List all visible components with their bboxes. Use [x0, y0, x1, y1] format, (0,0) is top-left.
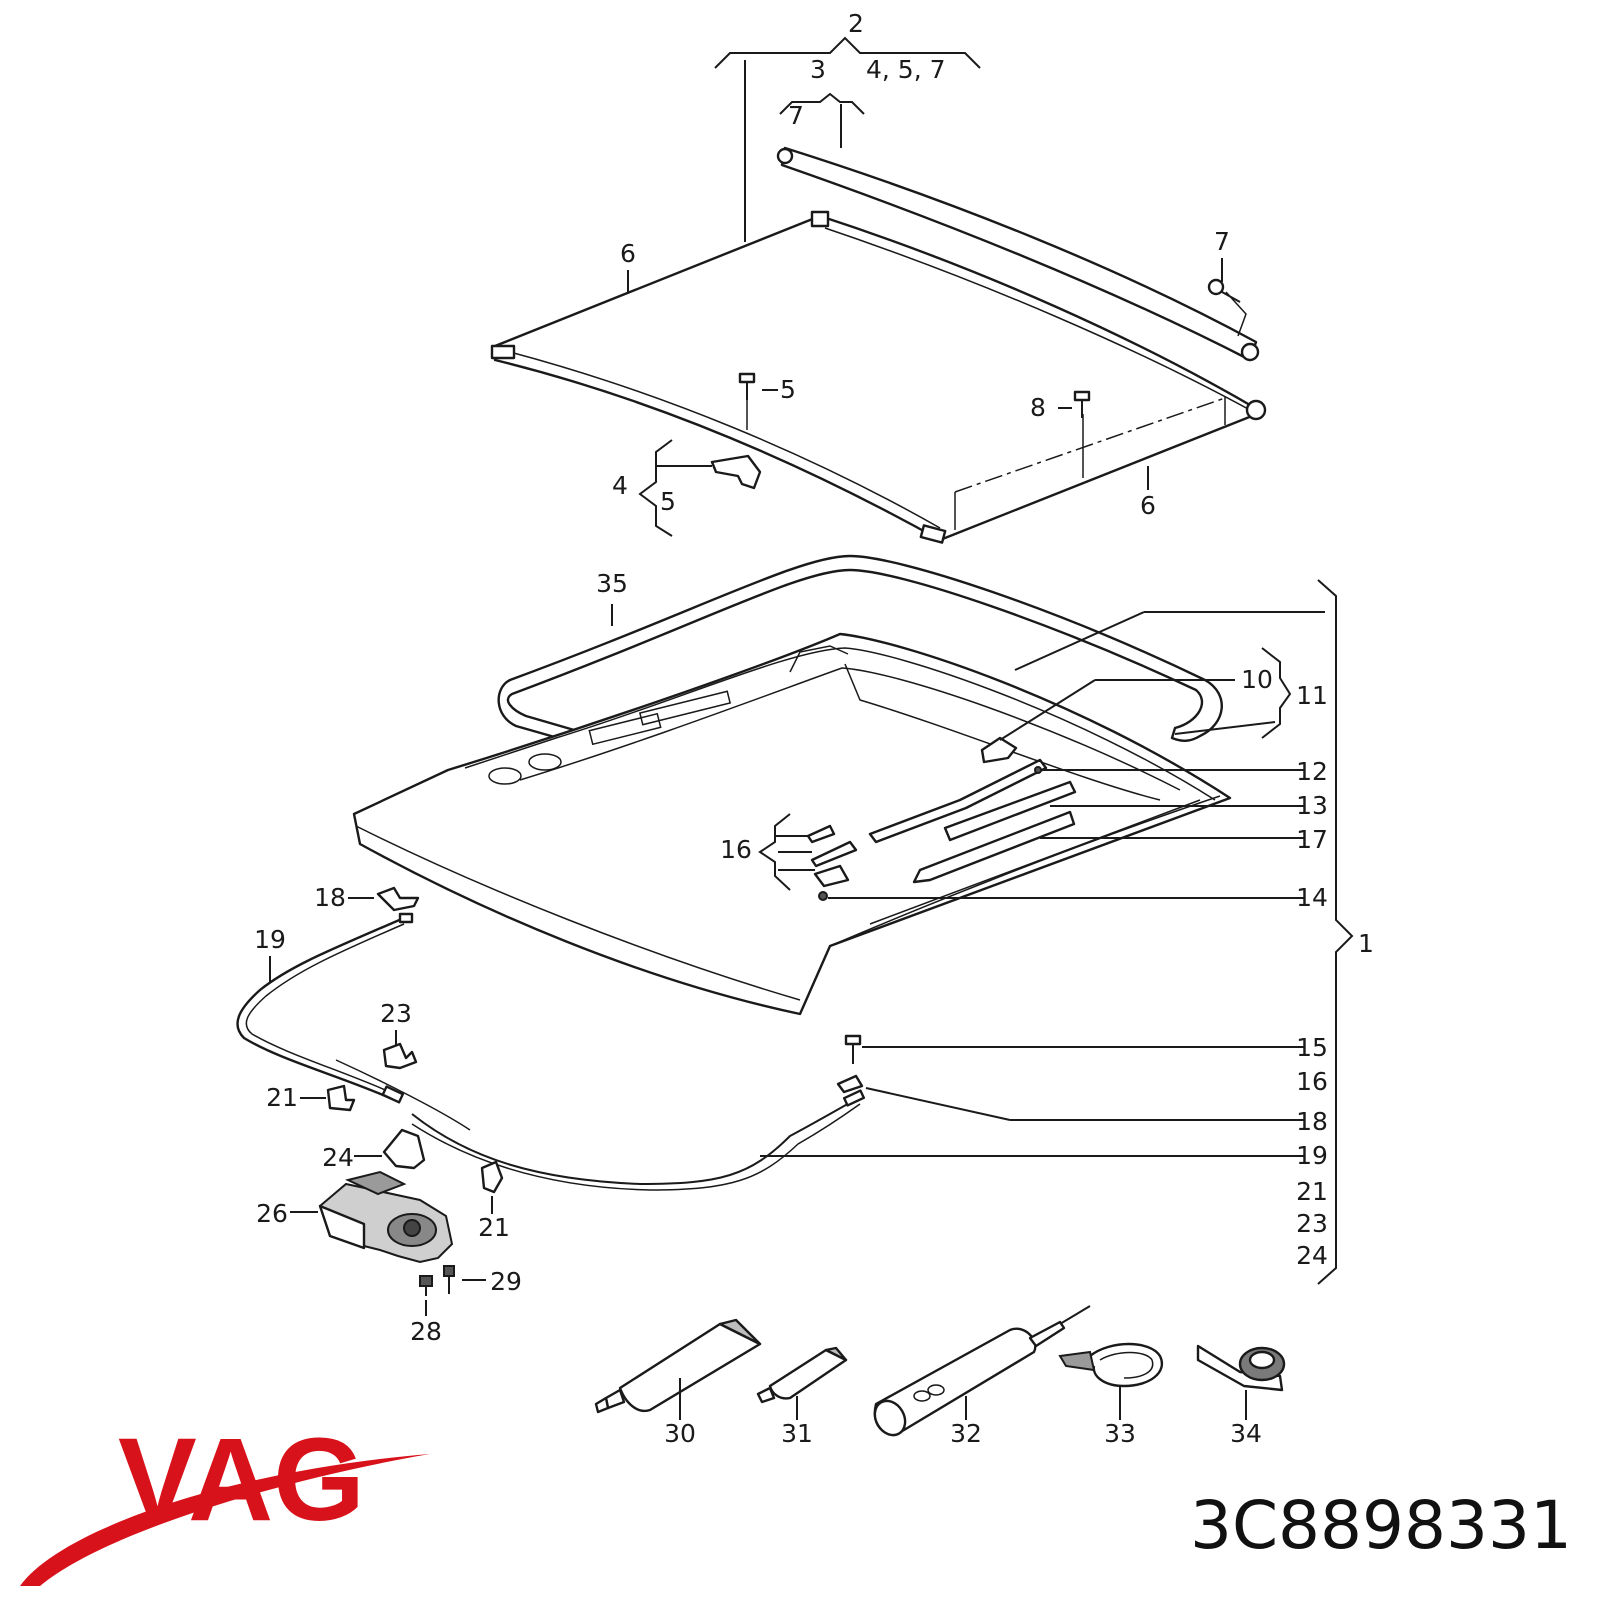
callout-30: 30 [664, 1419, 696, 1448]
screw-5 [738, 372, 756, 430]
brand-name: VAG [118, 1414, 365, 1546]
callout-10: 10 [1241, 665, 1273, 694]
callout-14: 14 [1296, 883, 1328, 912]
clip-21-left [326, 1084, 356, 1112]
callout-28: 28 [410, 1317, 442, 1346]
callout-4: 4 [612, 471, 628, 500]
callout-32: 32 [950, 1419, 982, 1448]
callout-35: 35 [596, 569, 628, 598]
callout-21-right: 21 [1296, 1177, 1328, 1206]
callout-12: 12 [1296, 757, 1328, 786]
callout-3: 3 [810, 55, 826, 84]
callout-24-right: 24 [1296, 1241, 1328, 1270]
callout-1: 1 [1358, 929, 1374, 958]
callout-34: 34 [1230, 1419, 1262, 1448]
callout-4-5-7: 4, 5, 7 [866, 55, 946, 84]
motor-26 [290, 1170, 454, 1264]
callout-31: 31 [781, 1419, 813, 1448]
callout-26: 26 [256, 1199, 288, 1228]
seal-35 [497, 554, 1223, 802]
callout-labels: 2 3 4, 5, 7 7 6 7 5 8 4 5 6 35 10 11 12 … [254, 9, 1374, 1448]
callout-2: 2 [848, 9, 864, 38]
callout-24-left: 24 [322, 1143, 354, 1172]
clip-18-left [376, 886, 420, 912]
callout-16-right: 16 [1296, 1067, 1328, 1096]
screw-28 [419, 1275, 433, 1316]
screw-29 [443, 1265, 486, 1294]
cartridge-32 [873, 1305, 1091, 1437]
callout-17: 17 [1296, 825, 1328, 854]
callout-5-top: 5 [780, 375, 796, 404]
tape-34 [1196, 1344, 1286, 1420]
callout-21-left: 21 [266, 1083, 298, 1112]
callout-33: 33 [1104, 1419, 1136, 1448]
screw-8 [1073, 390, 1091, 418]
callout-15: 15 [1296, 1033, 1328, 1062]
callout-29: 29 [490, 1267, 522, 1296]
callout-7-right: 7 [1214, 227, 1230, 256]
tube-31 [756, 1346, 848, 1420]
callout-18-left: 18 [314, 883, 346, 912]
guide-rail-13 [943, 780, 1077, 842]
callout-19-left: 19 [254, 925, 286, 954]
callout-21-lower: 21 [478, 1213, 510, 1242]
callout-23-right: 23 [1296, 1209, 1328, 1238]
callout-23-left: 23 [380, 999, 412, 1028]
clip-18-right [836, 1074, 864, 1094]
vag-logo: VAG [20, 1414, 430, 1586]
accessories [594, 1305, 1286, 1437]
callout-18-right: 18 [1296, 1107, 1328, 1136]
cable-19-right [411, 1099, 856, 1186]
clip-4 [638, 439, 762, 537]
clip-23 [382, 1042, 418, 1070]
roof-panel [352, 632, 1232, 1016]
callout-13: 13 [1296, 791, 1328, 820]
clip-21-lower [480, 1160, 504, 1194]
tube-30 [594, 1318, 762, 1420]
callout-16-top: 16 [720, 835, 752, 864]
cable-tie-33 [1058, 1342, 1163, 1420]
callout-7-top: 7 [788, 101, 804, 130]
screw-7 [1207, 278, 1247, 337]
cable-19-left [236, 916, 405, 1100]
guide-rail-17 [912, 810, 1076, 884]
callout-11: 11 [1296, 681, 1328, 710]
bracket-24 [382, 1128, 426, 1170]
slider-10 [980, 736, 1018, 764]
callout-5-bottom: 5 [660, 487, 676, 516]
drive-assembly [236, 886, 1305, 1316]
callout-8: 8 [1030, 393, 1046, 422]
callout-6-left: 6 [620, 239, 636, 268]
callout-6-right: 6 [1140, 491, 1156, 520]
part-number: 3C8898331 [1190, 1487, 1572, 1564]
sunroof-frame-assembly [352, 554, 1354, 1285]
callout-19-right: 19 [1296, 1141, 1328, 1170]
mechanism-16 [758, 813, 858, 901]
sunshade-assembly [490, 36, 1267, 544]
